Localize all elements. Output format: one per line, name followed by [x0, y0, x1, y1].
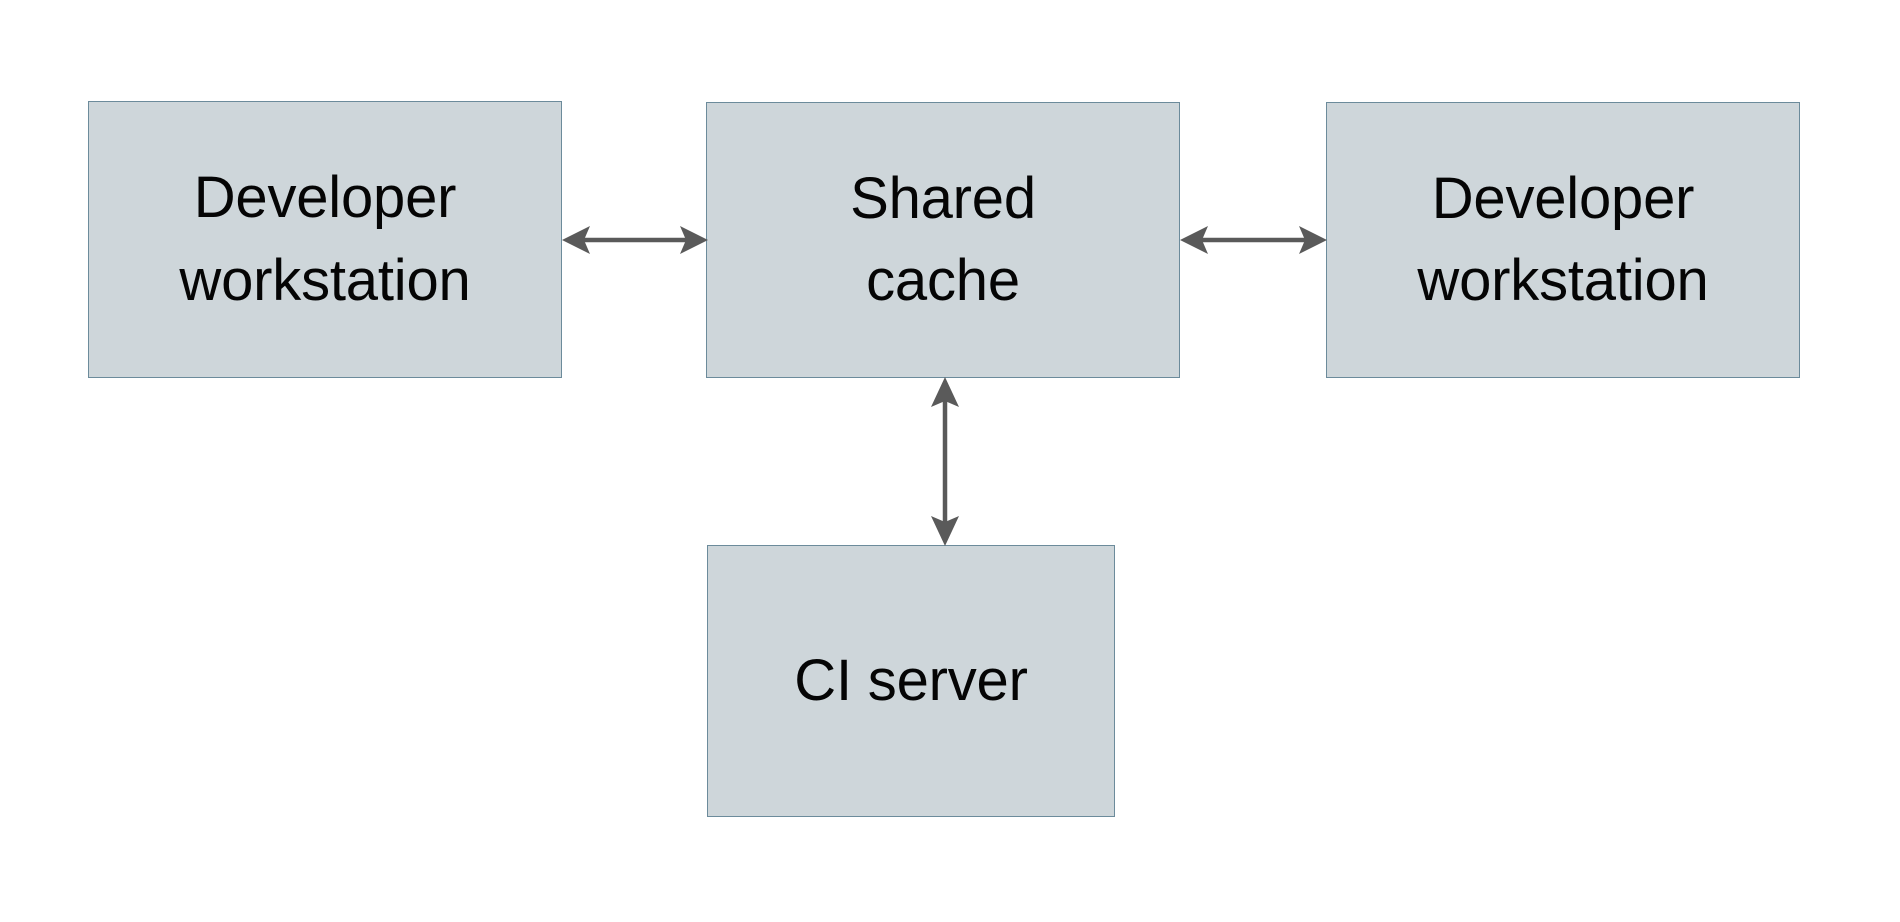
bidirectional-arrow-icon	[1180, 226, 1327, 254]
node-label: Shared cache	[850, 165, 1036, 313]
edge-developer-left-to-shared-cache	[560, 212, 710, 268]
arrow-head-left	[562, 226, 590, 254]
node-developer-workstation-left[interactable]: Developer workstation	[88, 101, 562, 378]
arrow-head-left	[1180, 226, 1208, 254]
node-label: Developer workstation	[179, 165, 471, 313]
arrow-head-up	[931, 377, 959, 407]
arrow-head-right	[1299, 226, 1327, 254]
node-shared-cache[interactable]: Shared cache	[706, 102, 1180, 378]
arrow-head-down	[931, 516, 959, 546]
bidirectional-arrow-icon	[931, 377, 959, 546]
node-developer-workstation-right[interactable]: Developer workstation	[1326, 102, 1800, 378]
node-ci-server[interactable]: CI server	[707, 545, 1115, 817]
edge-shared-cache-to-developer-right	[1178, 212, 1329, 268]
node-label: Developer workstation	[1417, 165, 1709, 313]
arrow-head-right	[680, 226, 708, 254]
bidirectional-arrow-icon	[562, 226, 708, 254]
edge-ci-server-to-shared-cache	[917, 375, 973, 548]
node-label: CI server	[794, 647, 1028, 713]
